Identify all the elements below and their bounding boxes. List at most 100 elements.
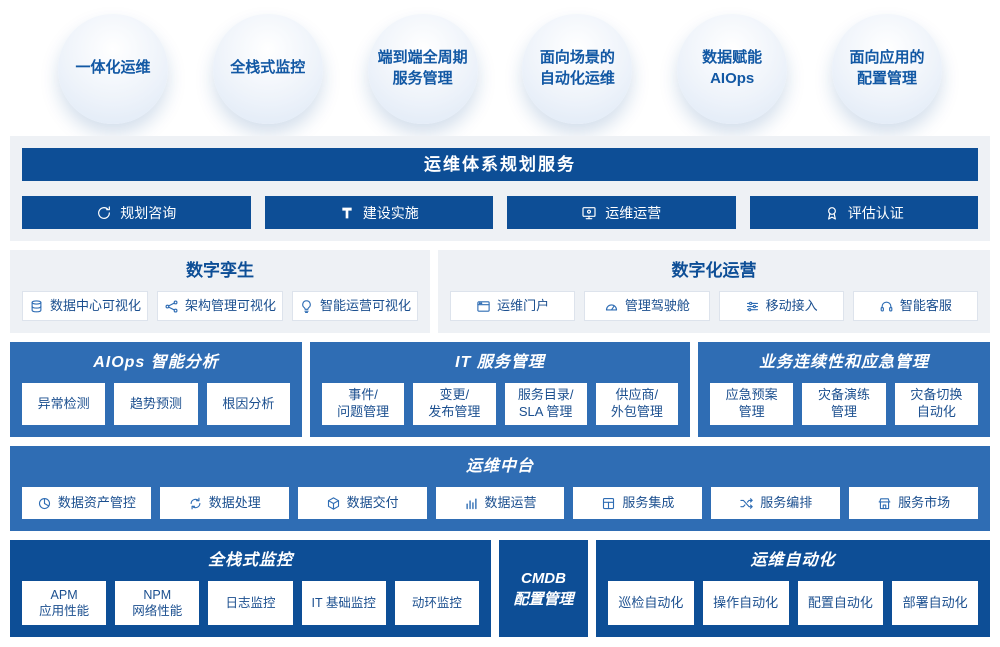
service-integration-icon [603, 497, 615, 509]
item-label: 架构管理可视化 [184, 297, 276, 313]
digital-twin-title: 数字孪生 [186, 261, 254, 280]
capability-circle-fullstack-monitoring: 全栈式监控 [212, 13, 323, 124]
capability-label: 数据赋能 AIOps [702, 49, 763, 87]
monitoring-item-npm: NPM 网络性能 [115, 581, 200, 625]
data-asset-icon [38, 497, 50, 509]
bcm-panel: 业务连续性和应急管理 应急预案 管理 灾备演练 管理 灾备切换 自动化 [698, 342, 990, 437]
digital-row: 数字孪生 数据中心可视化 架构管理可视化 智能运营可视化 数字化运营 [10, 250, 990, 333]
digital-operation-item-mobile: 移动接入 [718, 291, 844, 321]
aiops-title: AIOps 智能分析 [93, 354, 219, 371]
automation-item-operation: 操作自动化 [702, 581, 789, 625]
item-label: 运维门户 [497, 297, 550, 313]
planning-section: 运维体系规划服务 规划咨询 建设实施 运维运营 评估认证 [10, 136, 990, 241]
item-label: 数据中心可视化 [49, 297, 141, 313]
digital-twin-items: 数据中心可视化 架构管理可视化 智能运营可视化 [22, 291, 418, 321]
capability-circle-scenario-automation: 面向场景的 自动化运维 [522, 13, 633, 124]
item-label: 移动接入 [765, 297, 818, 313]
digital-twin-item-datacenter: 数据中心可视化 [22, 291, 148, 321]
architecture-icon [165, 299, 178, 312]
item-label: 部署自动化 [902, 594, 968, 610]
item-label: 灾备演练 管理 [817, 387, 870, 419]
item-label: 数据交付 [346, 494, 399, 510]
item-label: 变更/ 发布管理 [428, 387, 481, 419]
bcm-item-dr-drill: 灾备演练 管理 [802, 383, 886, 425]
planning-item-consulting: 规划咨询 [22, 196, 251, 229]
item-label: 动环监控 [411, 595, 462, 610]
aiops-item-trend: 趋势预测 [114, 383, 198, 425]
aiops-item-anomaly: 异常检测 [22, 383, 106, 425]
monitoring-item-log: 日志监控 [208, 581, 293, 625]
bottom-row: 全栈式监控 APM 应用性能 NPM 网络性能 日志监控 IT 基础监控 动环监… [10, 540, 990, 637]
item-label: 智能运营可视化 [319, 297, 411, 313]
itsm-item-incident: 事件/ 问题管理 [322, 383, 405, 425]
mid-item-data-delivery: 数据交付 [297, 487, 427, 519]
item-label: APM 应用性能 [39, 587, 90, 618]
itsm-item-change: 变更/ 发布管理 [413, 383, 496, 425]
implementation-icon [342, 207, 352, 218]
cockpit-icon [605, 303, 617, 310]
planning-item-label: 运维运营 [605, 204, 662, 221]
itsm-item-catalog-sla: 服务目录/ SLA 管理 [504, 383, 587, 425]
aiops-items: 异常检测 趋势预测 根因分析 [22, 383, 290, 425]
item-label: IT 基础监控 [311, 595, 376, 610]
item-label: 数据资产管控 [57, 494, 136, 510]
planning-item-label: 评估认证 [847, 204, 904, 221]
data-operation-icon [465, 497, 477, 509]
monitoring-title: 全栈式监控 [207, 552, 293, 569]
operation-icon [582, 206, 596, 219]
digital-operation-items: 运维门户 管理驾驶舱 移动接入 智能客服 [450, 291, 978, 321]
digital-twin-panel: 数字孪生 数据中心可视化 架构管理可视化 智能运营可视化 [10, 250, 430, 333]
item-label: 管理驾驶舱 [624, 297, 690, 313]
item-label: 服务目录/ SLA 管理 [517, 387, 574, 419]
analysis-row: AIOps 智能分析 异常检测 趋势预测 根因分析 IT 服务管理 事件/ 问题… [10, 342, 990, 437]
item-label: NPM 网络性能 [132, 587, 183, 618]
item-label: 智能客服 [899, 297, 952, 313]
headset-icon [880, 301, 893, 311]
mid-item-service-orchestration: 服务编排 [711, 487, 841, 519]
consulting-icon [98, 205, 111, 219]
itsm-items: 事件/ 问题管理 变更/ 发布管理 服务目录/ SLA 管理 供应商/ 外包管理 [322, 383, 678, 425]
mid-item-data-asset: 数据资产管控 [22, 487, 151, 519]
smart-ops-icon [302, 299, 311, 313]
monitoring-item-facility: 动环监控 [394, 581, 480, 625]
digital-twin-item-smart-ops: 智能运营可视化 [292, 291, 418, 321]
item-label: 供应商/ 外包管理 [610, 387, 663, 419]
itsm-panel: IT 服务管理 事件/ 问题管理 变更/ 发布管理 服务目录/ SLA 管理 供… [310, 342, 690, 437]
service-market-icon [878, 497, 891, 509]
portal-icon [477, 300, 490, 312]
monitoring-item-it-infra: IT 基础监控 [301, 581, 386, 625]
bcm-item-emergency-plan: 应急预案 管理 [710, 383, 794, 425]
automation-item-inspection: 巡检自动化 [608, 581, 694, 625]
mid-item-data-operation: 数据运营 [435, 487, 565, 519]
digital-operation-title: 数字化运营 [671, 261, 757, 280]
item-label: 趋势预测 [129, 395, 182, 411]
middle-platform-panel: 运维中台 数据资产管控 数据处理 数据交付 数据运营 服务集成 [10, 446, 990, 531]
automation-items: 巡检自动化 操作自动化 配置自动化 部署自动化 [608, 581, 978, 625]
middle-platform-title: 运维中台 [465, 458, 534, 475]
planning-item-label: 规划咨询 [120, 204, 177, 221]
mid-item-data-processing: 数据处理 [159, 487, 289, 519]
item-label: 数据处理 [208, 494, 261, 510]
aiops-panel: AIOps 智能分析 异常检测 趋势预测 根因分析 [10, 342, 302, 437]
cmdb-title: CMDB 配置管理 [513, 569, 574, 608]
capability-circles: 一体化运维 全栈式监控 端到端全周期 服务管理 面向场景的 自动化运维 数据赋能… [10, 10, 990, 127]
itsm-title: IT 服务管理 [455, 354, 545, 371]
planning-item-label: 建设实施 [362, 204, 419, 221]
planning-item-operation: 运维运营 [507, 196, 736, 229]
item-label: 异常检测 [37, 395, 90, 411]
sliders-icon [746, 301, 758, 311]
fullstack-monitoring-panel: 全栈式监控 APM 应用性能 NPM 网络性能 日志监控 IT 基础监控 动环监… [10, 540, 491, 637]
digital-operation-item-cockpit: 管理驾驶舱 [584, 291, 710, 321]
cmdb-panel: CMDB 配置管理 [499, 540, 588, 637]
item-label: 服务编排 [760, 494, 813, 510]
datacenter-icon [31, 299, 42, 312]
capability-circle-aiops: 数据赋能 AIOps [677, 13, 788, 124]
item-label: 服务集成 [622, 494, 675, 510]
data-delivery-icon [327, 496, 339, 510]
mid-item-service-market: 服务市场 [849, 487, 979, 519]
planning-item-implementation: 建设实施 [264, 196, 493, 229]
monitoring-items: APM 应用性能 NPM 网络性能 日志监控 IT 基础监控 动环监控 [22, 581, 480, 625]
item-label: 操作自动化 [713, 594, 779, 610]
automation-panel: 运维自动化 巡检自动化 操作自动化 配置自动化 部署自动化 [596, 540, 990, 637]
bcm-item-dr-switch: 灾备切换 自动化 [894, 383, 978, 425]
